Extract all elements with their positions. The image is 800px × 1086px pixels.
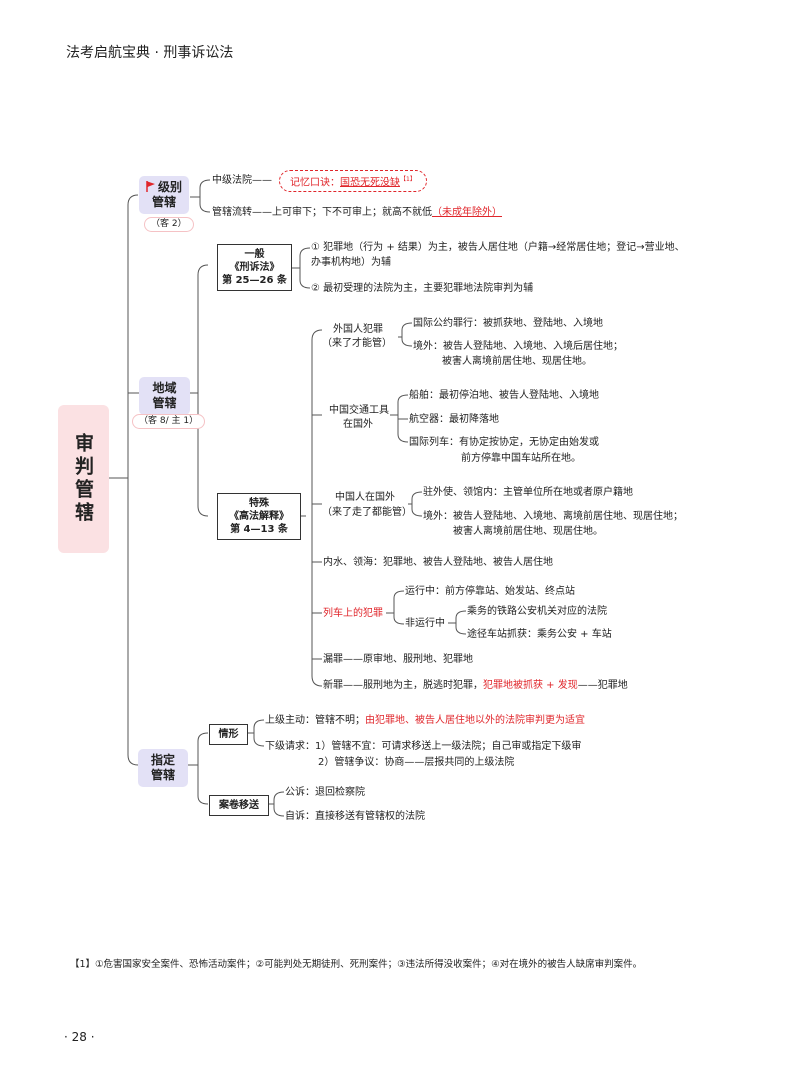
special-label-1: 特殊: [249, 498, 269, 509]
train-not-running: 非运行中: [405, 618, 445, 629]
designated-label-1: 指定: [150, 753, 175, 767]
transport-aircraft: 航空器：最初降落地: [409, 414, 499, 425]
designated-label-2: 管辖: [150, 768, 175, 782]
transfer-box: 案卷移送: [209, 795, 269, 816]
special-label-3: 第 4—13 条: [230, 524, 288, 535]
designated-lower-1: 下级请求：1）管辖不宜：可请求移送上一级法院；自己审或指定下级审: [265, 741, 582, 752]
general-label-1: 一般: [244, 249, 265, 260]
designated-upper: 上级主动：管辖不明；由犯罪地、被告人居住地以外的法院审判更为适宜: [265, 714, 585, 727]
chinese-a: 驻外使、领馆内：主管单位所在地或者原户籍地: [423, 487, 633, 498]
chinese-b1: 境外：被告人登陆地、入境地、离境前居住地、现居住地；: [423, 511, 683, 522]
red-flag-icon: [146, 181, 155, 192]
new-crime-2: ——犯罪地: [577, 680, 628, 691]
transfer-public: 公诉：退回检察院: [285, 787, 365, 798]
designated-node: 指定 管辖: [138, 749, 188, 787]
territorial-caption: （客 8/ 主 1）: [132, 414, 206, 429]
not-running-a: 乘务的铁路公安机关对应的法院: [467, 606, 607, 617]
special-label-2: 《高法解释》: [229, 511, 289, 522]
designated-lower-2: 2）管辖争议：协商——层报共同的上级法院: [318, 757, 515, 768]
root-label: 审判管辖: [72, 433, 94, 525]
designated-upper-red: 由犯罪地、被告人居住地以外的法院审判更为适宜: [365, 715, 585, 726]
foreigner-a: 国际公约罪行：被抓获地、登陆地、入境地: [413, 318, 603, 329]
transport-label-1: 中国交通工具: [329, 405, 389, 416]
level-jurisdiction-node: 级别 管辖: [139, 176, 189, 214]
foreigner-b1: 境外：被告人登陆地、入境地、入境后居住地；: [413, 341, 623, 352]
train-running: 运行中：前方停靠站、始发站、终点站: [405, 586, 575, 597]
not-running-b: 途径车站抓获：乘务公安 + 车站: [467, 629, 612, 640]
level-item-2-text: 管辖流转——上可审下；下不可审上；就高不就低: [212, 207, 432, 218]
foreigner-label-2: （来了才能管）: [322, 338, 392, 349]
general-rule-1a: ① 犯罪地（行为 + 结果）为主，被告人居住地（户籍→经常居住地；登记→营业地、: [311, 242, 685, 253]
situation-box: 情形: [209, 724, 248, 745]
missed-crime: 漏罪——原审地、服刑地、犯罪地: [323, 654, 473, 665]
new-crime-1: 新罪——服刑地为主，脱逃时犯罪，: [323, 680, 483, 691]
root-node: 审判管辖: [58, 405, 109, 553]
memo-key: 国恐无死没缺: [340, 177, 400, 189]
header-title: 法考启航宝典 · 刑事诉讼法: [66, 45, 234, 61]
territorial-label-1: 地域: [152, 381, 177, 395]
level-label-1: 级别: [157, 180, 182, 194]
general-label-2: 《刑诉法》: [229, 262, 280, 273]
page-number: · 28 ·: [64, 1030, 95, 1044]
transport-label-2: 在国外: [343, 419, 373, 430]
waters: 内水、领海：犯罪地、被告人登陆地、被告人居住地: [323, 557, 553, 568]
general-rule-1b: 办事机构地）为辅: [311, 257, 391, 268]
foreigner-label-1: 外国人犯罪: [333, 324, 383, 335]
level-item-1: 中级法院——: [212, 175, 272, 186]
memo-prefix: 记忆口诀：: [290, 177, 340, 189]
general-label-3: 第 25—26 条: [222, 275, 287, 286]
general-rule-2: ② 最初受理的法院为主，主要犯罪地法院审判为辅: [311, 283, 534, 294]
transport-train-1: 国际列车：有协定按协定，无协定由始发或: [409, 437, 599, 448]
level-caption: （客 2）: [144, 217, 194, 232]
transport-ship: 船舶：最初停泊地、被告人登陆地、入境地: [409, 390, 599, 401]
footnote: 【1】①危害国家安全案件、恐怖活动案件；②可能判处无期徒刑、死刑案件；③违法所得…: [70, 959, 643, 970]
chinese-b2: 被害人离境前居住地、现居住地。: [453, 526, 603, 537]
level-item-2: 管辖流转——上可审下；下不可审上；就高不就低（未成年除外）: [212, 206, 502, 219]
chinese-label-1: 中国人在国外: [335, 492, 395, 503]
territorial-label-2: 管辖: [152, 396, 177, 410]
general-box: 一般 《刑诉法》 第 25—26 条: [217, 244, 292, 291]
level-item-2-red: （未成年除外）: [432, 207, 502, 218]
chinese-label-2: （来了走了都能管）: [322, 507, 412, 518]
memo-note: 【1】: [400, 176, 416, 183]
new-crime-red: 犯罪地被抓获 + 发现: [483, 680, 578, 691]
territorial-node: 地域 管辖: [139, 377, 190, 415]
designated-upper-1: 上级主动：管辖不明；: [265, 715, 365, 726]
transfer-private: 自诉：直接移送有管辖权的法院: [285, 811, 425, 822]
level-label-2: 管辖: [151, 195, 176, 209]
memo-box: 记忆口诀：国恐无死没缺【1】: [279, 170, 427, 193]
new-crime: 新罪——服刑地为主，脱逃时犯罪，犯罪地被抓获 + 发现——犯罪地: [323, 679, 628, 692]
special-box: 特殊 《高法解释》 第 4—13 条: [217, 493, 301, 540]
train-crime-label: 列车上的犯罪: [323, 608, 383, 619]
transport-train-2: 前方停靠中国车站所在地。: [461, 453, 581, 464]
foreigner-b2: 被害人离境前居住地、现居住地。: [442, 356, 592, 367]
